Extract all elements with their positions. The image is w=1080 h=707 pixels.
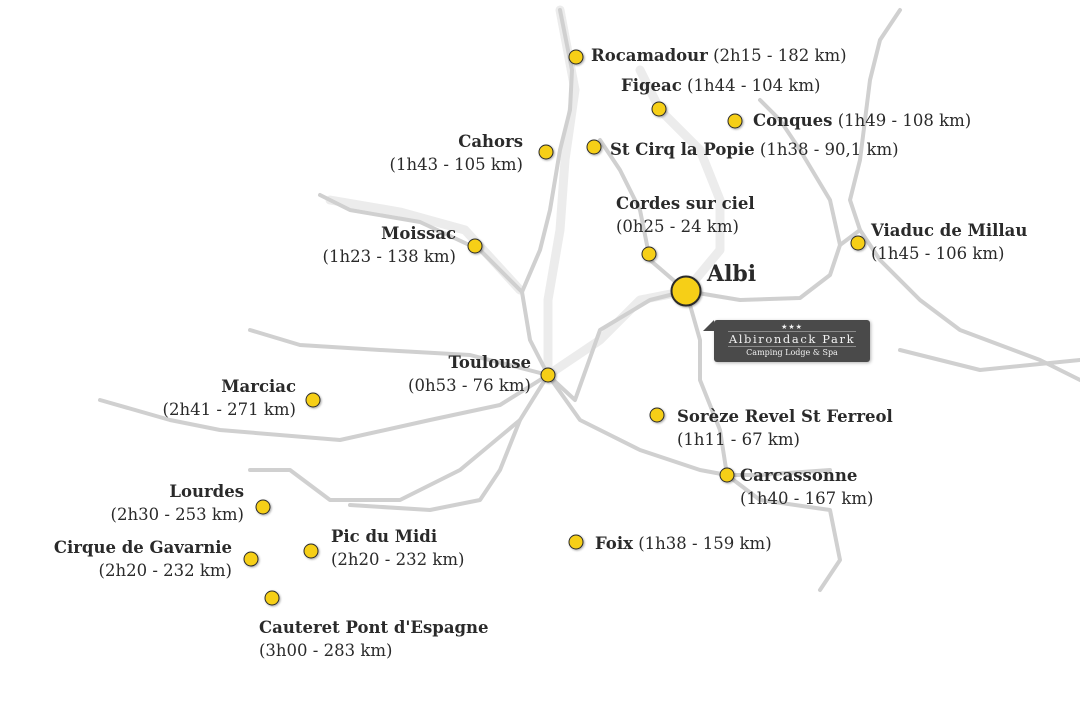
st-cirq-marker[interactable] xyxy=(586,139,602,155)
cordes-marker[interactable] xyxy=(641,246,657,262)
label-gavarnie[interactable]: Cirque de Gavarnie (2h20 - 232 km) xyxy=(20,536,232,582)
detail-pic-du-midi: (2h20 - 232 km) xyxy=(331,550,465,569)
pic-du-midi-marker[interactable] xyxy=(303,543,319,559)
detail-cahors: (1h43 - 105 km) xyxy=(389,155,523,174)
name-conques: Conques xyxy=(753,111,833,130)
detail-foix: (1h38 - 159 km) xyxy=(638,534,772,553)
name-marciac: Marciac xyxy=(221,377,296,396)
label-conques[interactable]: Conques (1h49 - 108 km) xyxy=(753,109,971,132)
label-toulouse[interactable]: Toulouse (0h53 - 76 km) xyxy=(380,351,531,397)
gavarnie-marker[interactable] xyxy=(243,551,259,567)
detail-rocamadour: (2h15 - 182 km) xyxy=(713,46,847,65)
label-cordes[interactable]: Cordes sur ciel (0h25 - 24 km) xyxy=(616,192,755,238)
detail-figeac: (1h44 - 104 km) xyxy=(687,76,821,95)
detail-carcassonne: (1h40 - 167 km) xyxy=(740,489,874,508)
badge-stars: ★★★ xyxy=(781,323,803,331)
label-viaduc[interactable]: Viaduc de Millau (1h45 - 106 km) xyxy=(871,219,1027,265)
detail-gavarnie: (2h20 - 232 km) xyxy=(98,561,232,580)
label-cahors[interactable]: Cahors (1h43 - 105 km) xyxy=(380,130,523,176)
name-lourdes: Lourdes xyxy=(169,482,244,501)
label-soreze[interactable]: Sorèze Revel St Ferreol (1h11 - 67 km) xyxy=(677,405,893,451)
marciac-marker[interactable] xyxy=(305,392,321,408)
detail-cordes: (0h25 - 24 km) xyxy=(616,217,739,236)
name-toulouse: Toulouse xyxy=(448,353,531,372)
name-pic-du-midi: Pic du Midi xyxy=(331,527,438,546)
detail-soreze: (1h11 - 67 km) xyxy=(677,430,800,449)
name-figeac: Figeac xyxy=(621,76,682,95)
name-moissac: Moissac xyxy=(381,224,456,243)
label-lourdes[interactable]: Lourdes (2h30 - 253 km) xyxy=(90,480,244,526)
albirondack-park-badge[interactable]: ★★★ Albirondack Park Camping Lodge & Spa xyxy=(703,320,870,362)
albi-marker[interactable] xyxy=(670,275,702,307)
label-pic-du-midi[interactable]: Pic du Midi (2h20 - 232 km) xyxy=(331,525,464,571)
name-cahors: Cahors xyxy=(458,132,523,151)
moissac-marker[interactable] xyxy=(467,238,483,254)
foix-marker[interactable] xyxy=(568,534,584,550)
detail-marciac: (2h41 - 271 km) xyxy=(162,400,296,419)
label-foix[interactable]: Foix (1h38 - 159 km) xyxy=(595,532,772,555)
rocamadour-marker[interactable] xyxy=(568,49,584,65)
name-foix: Foix xyxy=(595,534,633,553)
name-soreze: Sorèze Revel St Ferreol xyxy=(677,407,893,426)
carcassonne-marker[interactable] xyxy=(719,467,735,483)
label-st-cirq[interactable]: St Cirq la Popie (1h38 - 90,1 km) xyxy=(610,138,899,161)
detail-moissac: (1h23 - 138 km) xyxy=(322,247,456,266)
detail-lourdes: (2h30 - 253 km) xyxy=(110,505,244,524)
label-figeac[interactable]: Figeac (1h44 - 104 km) xyxy=(621,74,820,97)
roads xyxy=(98,8,1080,592)
soreze-marker[interactable] xyxy=(649,407,665,423)
name-st-cirq: St Cirq la Popie xyxy=(610,140,755,159)
badge-brand: Albirondack Park xyxy=(728,331,856,347)
toulouse-marker[interactable] xyxy=(540,367,556,383)
cahors-marker[interactable] xyxy=(538,144,554,160)
figeac-marker[interactable] xyxy=(651,101,667,117)
name-viaduc: Viaduc de Millau xyxy=(871,221,1028,240)
label-marciac[interactable]: Marciac (2h41 - 271 km) xyxy=(140,375,296,421)
label-carcassonne[interactable]: Carcassonne (1h40 - 167 km) xyxy=(740,464,873,510)
lourdes-marker[interactable] xyxy=(255,499,271,515)
albi-label[interactable]: Albi xyxy=(707,261,757,287)
detail-toulouse: (0h53 - 76 km) xyxy=(408,376,531,395)
label-rocamadour[interactable]: Rocamadour (2h15 - 182 km) xyxy=(591,44,847,67)
name-cauteret: Cauteret Pont d'Espagne xyxy=(259,618,489,637)
badge-subtitle: Camping Lodge & Spa xyxy=(746,348,838,357)
label-moissac[interactable]: Moissac (1h23 - 138 km) xyxy=(300,222,456,268)
name-rocamadour: Rocamadour xyxy=(591,46,708,65)
conques-marker[interactable] xyxy=(727,113,743,129)
name-carcassonne: Carcassonne xyxy=(740,466,858,485)
viaduc-marker[interactable] xyxy=(850,235,866,251)
name-cordes: Cordes sur ciel xyxy=(616,194,755,213)
detail-st-cirq: (1h38 - 90,1 km) xyxy=(759,140,899,159)
detail-cauteret: (3h00 - 283 km) xyxy=(259,641,393,660)
detail-viaduc: (1h45 - 106 km) xyxy=(871,244,1005,263)
cauteret-marker[interactable] xyxy=(264,590,280,606)
detail-conques: (1h49 - 108 km) xyxy=(837,111,972,130)
label-cauteret[interactable]: Cauteret Pont d'Espagne (3h00 - 283 km) xyxy=(259,616,489,662)
name-gavarnie: Cirque de Gavarnie xyxy=(53,538,232,557)
